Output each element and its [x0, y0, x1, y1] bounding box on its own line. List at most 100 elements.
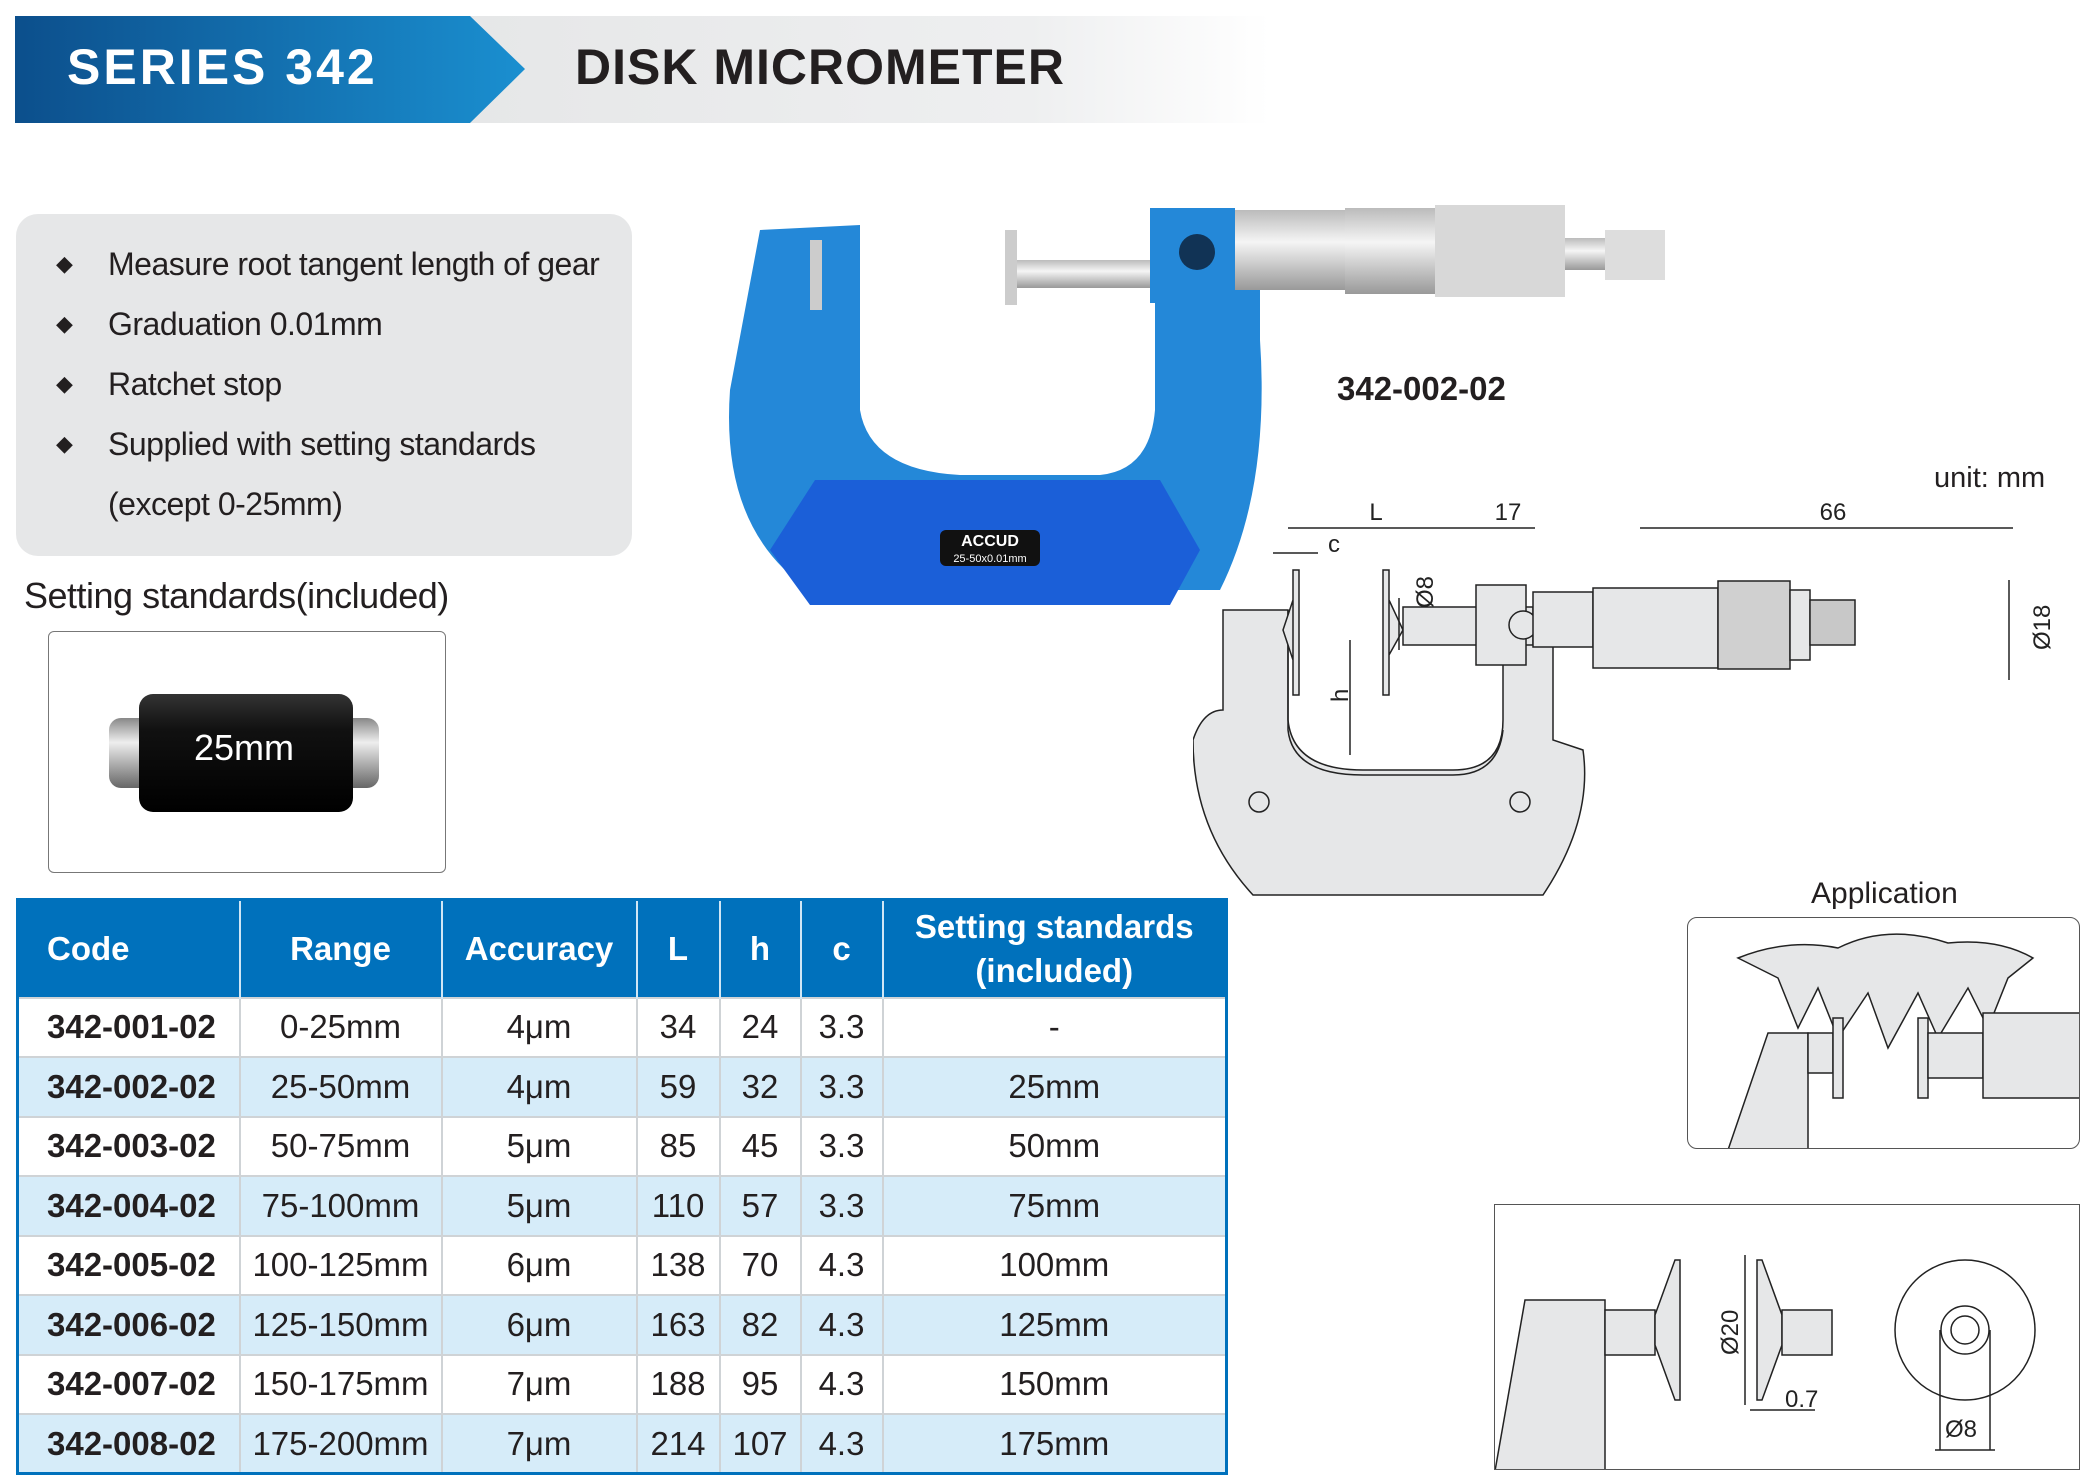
cell-range: 25-50mm — [238, 1056, 442, 1117]
specs-table: Code Range Accuracy L h c Setting standa… — [16, 898, 1228, 1475]
cell-L: 85 — [635, 1115, 720, 1176]
micrometer-photo: ACCUD 25-50x0.01mm — [700, 190, 1670, 620]
setting-standard-image: 25mm — [48, 631, 446, 873]
cell-accuracy: 4μm — [440, 996, 637, 1057]
cell-accuracy: 6μm — [440, 1234, 637, 1295]
bullet-diamond-icon: ◆ — [56, 371, 73, 396]
cell-c: 3.3 — [799, 1115, 883, 1176]
col-setting-standards-line2: (included) — [975, 951, 1134, 989]
cell-setting-standard: 150mm — [881, 1353, 1227, 1414]
setting-standards-title: Setting standards(included) — [24, 575, 449, 616]
application-drawing — [1687, 917, 2080, 1149]
feature-item: ◆ Ratchet stop — [56, 364, 632, 424]
col-code: Code — [17, 899, 240, 998]
cell-range: 0-25mm — [238, 996, 442, 1057]
cell-setting-standard: 50mm — [881, 1115, 1227, 1176]
dim-h: h — [1327, 689, 1354, 702]
cell-accuracy: 4μm — [440, 1056, 637, 1117]
dim-17: 17 — [1495, 499, 1522, 526]
series-banner — [15, 16, 525, 123]
cell-code: 342-004-02 — [17, 1175, 240, 1236]
cell-setting-standard: - — [881, 996, 1227, 1057]
cell-range: 50-75mm — [238, 1115, 442, 1176]
cell-h: 24 — [718, 996, 801, 1057]
brand-logo: ACCUD — [961, 533, 1019, 550]
cell-c: 3.3 — [799, 1175, 883, 1236]
cell-setting-standard: 125mm — [881, 1294, 1227, 1355]
bullet-diamond-icon: ◆ — [56, 431, 73, 456]
cell-L: 214 — [635, 1413, 720, 1474]
cell-setting-standard: 25mm — [881, 1056, 1227, 1117]
anvil-detail-drawing: Ø20 0.7 Ø8 — [1494, 1204, 2080, 1470]
feature-text: Supplied with setting standards — [108, 426, 536, 462]
cell-h: 32 — [718, 1056, 801, 1117]
dim-66: 66 — [1820, 499, 1847, 526]
feature-text: Ratchet stop — [108, 366, 282, 402]
cell-range: 75-100mm — [238, 1175, 442, 1236]
cell-code: 342-003-02 — [17, 1115, 240, 1176]
cell-c: 4.3 — [799, 1353, 883, 1414]
bullet-diamond-icon: ◆ — [56, 311, 73, 336]
col-c: c — [799, 899, 883, 998]
col-accuracy: Accuracy — [440, 899, 637, 998]
table-header-row: Code Range Accuracy L h c Setting standa… — [17, 899, 1227, 998]
feature-text: Measure root tangent length of gear — [108, 246, 600, 282]
dim-phi8: Ø8 — [1412, 576, 1439, 608]
cell-range: 150-175mm — [238, 1353, 442, 1414]
cell-code: 342-008-02 — [17, 1413, 240, 1474]
features-box: ◆Measure root tangent length of gear ◆Gr… — [16, 214, 632, 556]
cell-c: 3.3 — [799, 996, 883, 1057]
cell-h: 45 — [718, 1115, 801, 1176]
feature-item: ◆Measure root tangent length of gear — [56, 244, 632, 304]
cell-accuracy: 5μm — [440, 1175, 637, 1236]
page-title: DISK MICROMETER — [575, 39, 1065, 95]
dim-phi20: Ø20 — [1717, 1310, 1744, 1355]
cell-L: 59 — [635, 1056, 720, 1117]
cell-c: 4.3 — [799, 1294, 883, 1355]
dim-phi8-detail: Ø8 — [1945, 1416, 1977, 1443]
cell-L: 138 — [635, 1234, 720, 1295]
dim-L: L — [1369, 499, 1382, 526]
col-h: h — [718, 899, 801, 998]
cell-c: 4.3 — [799, 1234, 883, 1295]
cell-h: 82 — [718, 1294, 801, 1355]
application-label: Application — [1811, 877, 1958, 910]
cell-c: 3.3 — [799, 1056, 883, 1117]
svg-text:25-50x0.01mm: 25-50x0.01mm — [953, 553, 1026, 565]
col-setting-standards-line1: Setting standards — [914, 907, 1194, 945]
col-L: L — [635, 899, 720, 998]
unit-label: unit: mm — [1934, 462, 2046, 494]
col-range: Range — [238, 899, 442, 998]
dim-c: c — [1328, 531, 1340, 558]
header-band — [470, 16, 1270, 123]
cell-c: 4.3 — [799, 1413, 883, 1474]
model-number: 342-002-02 — [1337, 370, 1506, 407]
series-label: SERIES 342 — [67, 39, 378, 95]
cell-L: 188 — [635, 1353, 720, 1414]
cell-setting-standard: 175mm — [881, 1413, 1227, 1474]
col-setting-standards: Setting standards (included) — [881, 899, 1227, 998]
dim-thickness: 0.7 — [1785, 1386, 1818, 1413]
cell-h: 107 — [718, 1413, 801, 1474]
feature-item: ◆ Supplied with setting standards — [56, 424, 632, 484]
dimension-drawing: L c 17 66 Ø8 Ø18 h — [1192, 490, 2073, 905]
cell-range: 100-125mm — [238, 1234, 442, 1295]
cell-range: 175-200mm — [238, 1413, 442, 1474]
feature-item: ◆Graduation 0.01mm — [56, 304, 632, 364]
cell-code: 342-007-02 — [17, 1353, 240, 1414]
cell-setting-standard: 75mm — [881, 1175, 1227, 1236]
cell-h: 95 — [718, 1353, 801, 1414]
cell-code: 342-002-02 — [17, 1056, 240, 1117]
dim-phi18: Ø18 — [2029, 605, 2056, 650]
cell-code: 342-005-02 — [17, 1234, 240, 1295]
cell-accuracy: 7μm — [440, 1413, 637, 1474]
standard-size-label: 25mm — [194, 727, 295, 768]
